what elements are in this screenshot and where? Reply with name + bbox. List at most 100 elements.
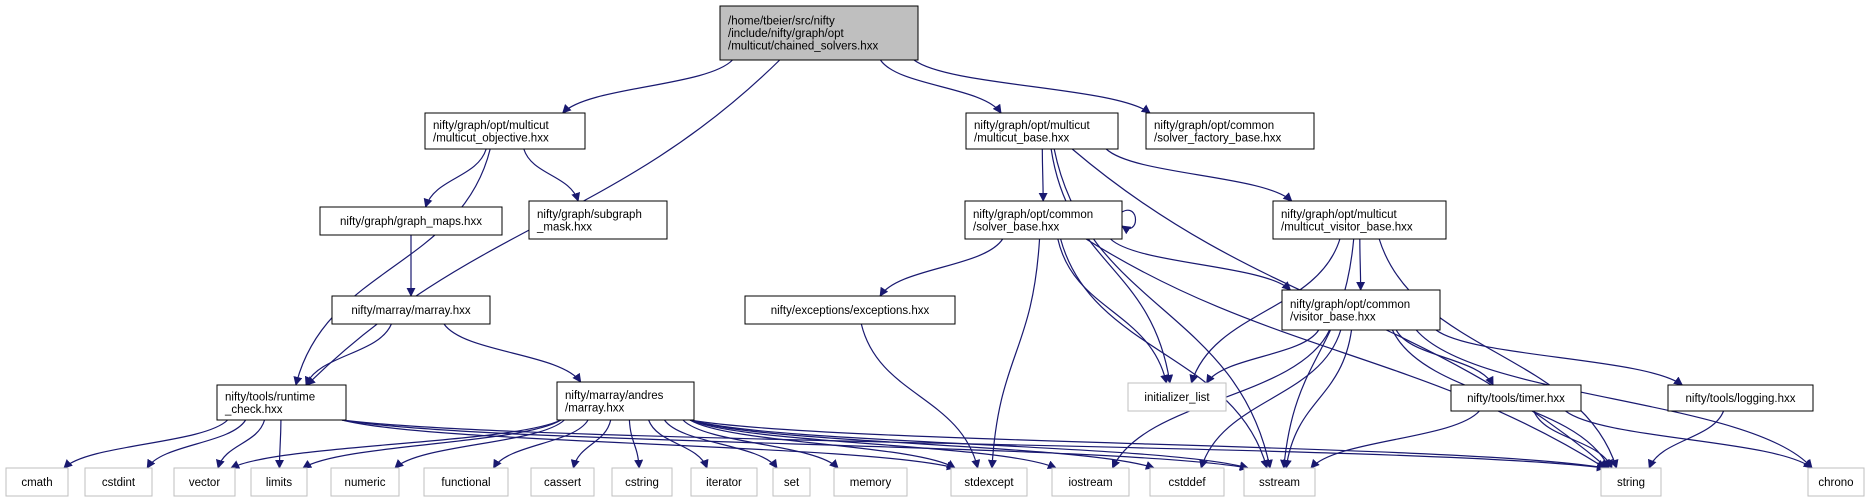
node-string: string <box>1600 467 1662 497</box>
node-runtime-check[interactable]: nifty/tools/runtime_check.hxx <box>216 384 347 421</box>
node-limits: limits <box>250 467 308 497</box>
node-timer[interactable]: nifty/tools/timer.hxx <box>1450 384 1582 412</box>
edge-mc-base-to-solver-base <box>1038 148 1048 202</box>
node-label: /home/tbeier/src/nifty <box>728 16 835 28</box>
node-cmath: cmath <box>5 467 69 497</box>
node-label: /multicut_objective.hxx <box>433 132 549 144</box>
edge-runtime-check-to-vector <box>216 419 266 469</box>
node-box <box>1807 467 1865 497</box>
node-mc-objective[interactable]: nifty/graph/opt/multicut/multicut_object… <box>424 112 586 150</box>
node-label: /include/nifty/graph/opt <box>728 28 845 40</box>
node-box <box>950 467 1028 497</box>
edge-chained-to-solver-factory <box>913 59 1151 114</box>
node-label: nifty/tools/timer.hxx <box>1467 393 1565 405</box>
edge <box>523 148 581 202</box>
node-box <box>744 295 956 325</box>
edge <box>302 419 562 469</box>
node-label: cstring <box>625 477 659 489</box>
node-label: nifty/graph/opt/common <box>1290 299 1410 311</box>
node-box <box>719 5 919 61</box>
edge-timer-to-chrono <box>1565 410 1813 469</box>
edge <box>682 419 839 469</box>
node-logging[interactable]: nifty/tools/logging.hxx <box>1667 384 1814 412</box>
node-label: numeric <box>345 477 386 489</box>
node-label: nifty/graph/opt/common <box>1154 120 1274 132</box>
edge-andres-to-set <box>663 419 778 469</box>
node-label: stdexcept <box>964 477 1014 489</box>
node-box <box>530 467 595 497</box>
node-label: /multicut_visitor_base.hxx <box>1281 221 1413 233</box>
edge-chained-to-mc-base <box>879 59 1002 114</box>
edge <box>493 419 589 469</box>
node-box <box>556 381 695 421</box>
node-box <box>1051 467 1130 497</box>
node-label: nifty/marray/marray.hxx <box>351 305 471 317</box>
edge <box>1121 209 1136 235</box>
node-subgraph-mask[interactable]: nifty/graph/subgraph_mask.hxx <box>528 200 668 240</box>
node-box <box>528 200 668 240</box>
edge-timer-to-string <box>1533 410 1613 469</box>
edge-andres-to-numeric <box>394 419 565 469</box>
node-memory: memory <box>833 467 908 497</box>
node-chained[interactable]: /home/tbeier/src/nifty/include/nifty/gra… <box>719 5 919 61</box>
node-iterator: iterator <box>690 467 758 497</box>
node-box <box>1667 384 1814 412</box>
node-label: nifty/exceptions/exceptions.hxx <box>771 305 930 317</box>
edge-mc-visitor-to-sstream <box>1280 238 1355 469</box>
edge-solver-base-to-stdexcept <box>987 238 1041 469</box>
node-label: cstdint <box>102 477 136 489</box>
node-mc-visitor[interactable]: nifty/graph/opt/multicut/multicut_visito… <box>1272 200 1447 240</box>
edge <box>1395 329 1494 386</box>
edge <box>1199 329 1342 469</box>
node-cstddef: cstddef <box>1149 467 1225 497</box>
edge-solver-base-to-initializer-list <box>1057 238 1170 384</box>
node-label: nifty/graph/opt/common <box>973 209 1093 221</box>
edge <box>1310 410 1480 469</box>
node-exceptions[interactable]: nifty/exceptions/exceptions.hxx <box>744 295 956 325</box>
edge-solver-base-to-sstream <box>1060 238 1270 469</box>
edge-visitor-base-to-initializer-list <box>1206 329 1320 384</box>
node-label: memory <box>850 477 892 489</box>
node-graph-maps[interactable]: nifty/graph/graph_maps.hxx <box>319 206 503 236</box>
edge <box>1050 148 1174 384</box>
edge-visitor-base-to-timer <box>1395 329 1494 386</box>
edge <box>293 148 491 386</box>
node-label: iterator <box>706 477 742 489</box>
edge-andres-to-memory <box>682 419 839 469</box>
edge-logging-to-string <box>1648 410 1725 469</box>
edge-marray-to-runtime-check <box>305 323 392 386</box>
node-solver-base[interactable]: nifty/graph/opt/common/solver_base.hxx <box>964 200 1123 240</box>
node-box <box>1149 467 1225 497</box>
edge <box>1060 238 1270 469</box>
node-initializer-list: initializer_list <box>1127 382 1227 412</box>
node-mc-base[interactable]: nifty/graph/opt/multicut/multicut_base.h… <box>965 112 1119 150</box>
edge <box>562 59 733 114</box>
node-sstream: sstream <box>1243 467 1316 497</box>
edge <box>570 419 612 469</box>
edge-runtime-check-to-cmath <box>63 419 229 469</box>
node-chrono: chrono <box>1807 467 1865 497</box>
node-visitor-base[interactable]: nifty/graph/opt/common/visitor_base.hxx <box>1281 289 1441 331</box>
node-solver-factory[interactable]: nifty/graph/opt/common/solver_factory_ba… <box>1145 112 1315 150</box>
edge <box>1057 238 1170 384</box>
edge-andres-to-string <box>689 419 1606 472</box>
edge-mc-objective-to-runtime-check <box>293 148 491 386</box>
edge <box>423 148 487 208</box>
node-marray[interactable]: nifty/marray/marray.hxx <box>331 295 491 325</box>
node-andres[interactable]: nifty/marray/andres/marray.hxx <box>556 381 695 421</box>
node-box <box>965 112 1119 150</box>
node-label: functional <box>441 477 490 489</box>
node-vector: vector <box>173 467 236 497</box>
edge <box>341 419 956 471</box>
edge <box>1648 410 1725 469</box>
edge <box>1105 148 1293 202</box>
node-box <box>250 467 308 497</box>
edge-marray-to-andres <box>443 323 582 383</box>
edge <box>305 323 392 386</box>
node-label: _check.hxx <box>224 404 283 416</box>
node-box <box>330 467 400 497</box>
node-label: cassert <box>544 477 582 489</box>
node-label: cstddef <box>1168 477 1206 489</box>
edge-andres-to-iostream <box>689 419 1057 469</box>
